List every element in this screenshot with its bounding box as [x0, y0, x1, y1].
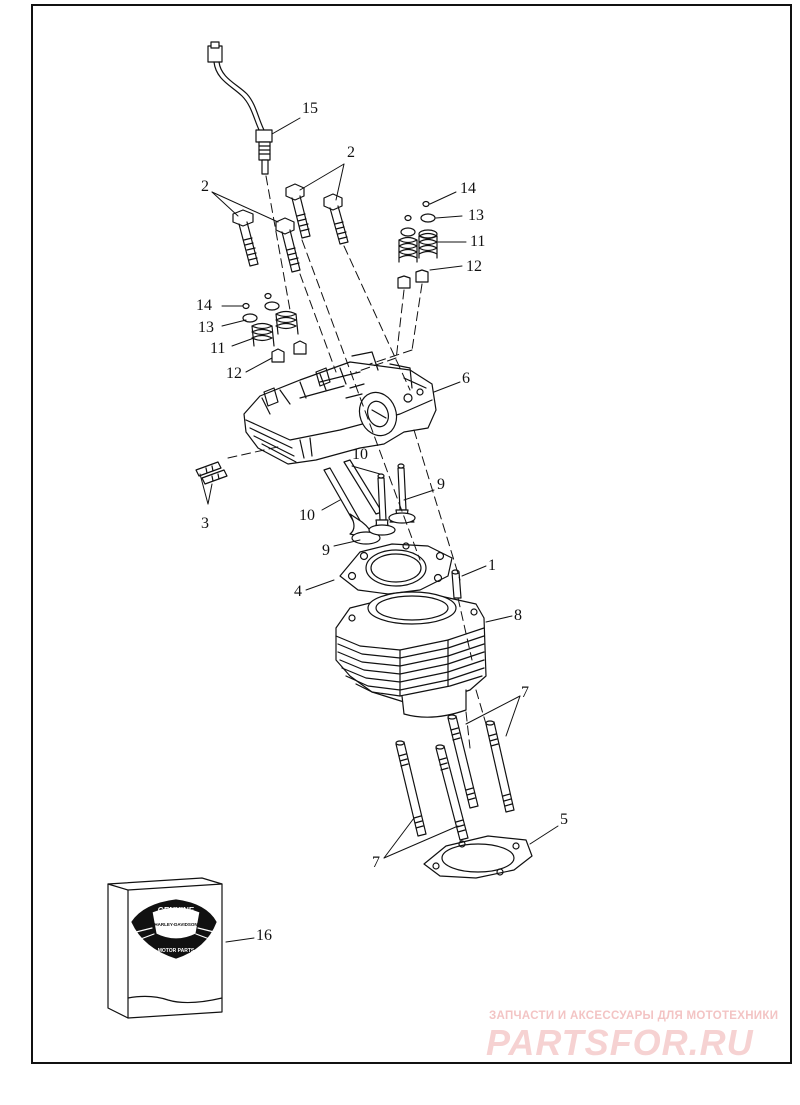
part-8-cylinder [335, 591, 487, 718]
callout-3: 3 [201, 515, 209, 532]
part-valve-springs-right [397, 200, 438, 289]
part-4-head-gasket [339, 542, 453, 595]
callout-7: 7 [521, 684, 529, 701]
callout-8: 8 [514, 607, 522, 624]
callout-10: 10 [299, 507, 315, 524]
watermark-logo: PARTSFOR.RU [486, 1022, 754, 1063]
diagram-frame [31, 4, 792, 1064]
part-3-dowels [195, 461, 228, 485]
part-7-studs [395, 714, 515, 841]
callout-10: 10 [352, 446, 368, 463]
callout-12: 12 [466, 258, 482, 275]
part-16-genuine-parts-box [107, 877, 223, 1019]
callout-4: 4 [294, 583, 302, 600]
leader-lines [199, 117, 559, 943]
callout-5: 5 [560, 811, 568, 828]
part-valve-springs-left [242, 292, 307, 363]
part-6-cylinder-head [243, 351, 437, 465]
callout-14: 14 [460, 180, 476, 197]
callout-11: 11 [210, 340, 226, 357]
callout-11: 11 [470, 233, 486, 250]
callout-13: 13 [198, 319, 214, 336]
callout-14: 14 [196, 297, 212, 314]
callout-13: 13 [468, 207, 484, 224]
callout-12: 12 [226, 365, 242, 382]
callout-1: 1 [488, 557, 496, 574]
callout-2: 2 [201, 178, 209, 195]
callout-2: 2 [347, 144, 355, 161]
part-5-base-gasket [423, 835, 533, 879]
callout-9: 9 [322, 542, 330, 559]
callout-7: 7 [372, 854, 380, 871]
callout-6: 6 [462, 370, 470, 387]
callout-16: 16 [256, 927, 272, 944]
watermark-subtitle: ЗАПЧАСТИ И АКСЕССУАРЫ ДЛЯ МОТОТЕХНИКИ [489, 1010, 779, 1022]
part-15-sensor [207, 41, 273, 175]
callout-15: 15 [302, 100, 318, 117]
part-valves [323, 459, 416, 545]
callout-9: 9 [437, 476, 445, 493]
part-1-dowel [451, 569, 462, 599]
part-2-bolts [232, 183, 349, 273]
alignment-lines [227, 175, 487, 749]
